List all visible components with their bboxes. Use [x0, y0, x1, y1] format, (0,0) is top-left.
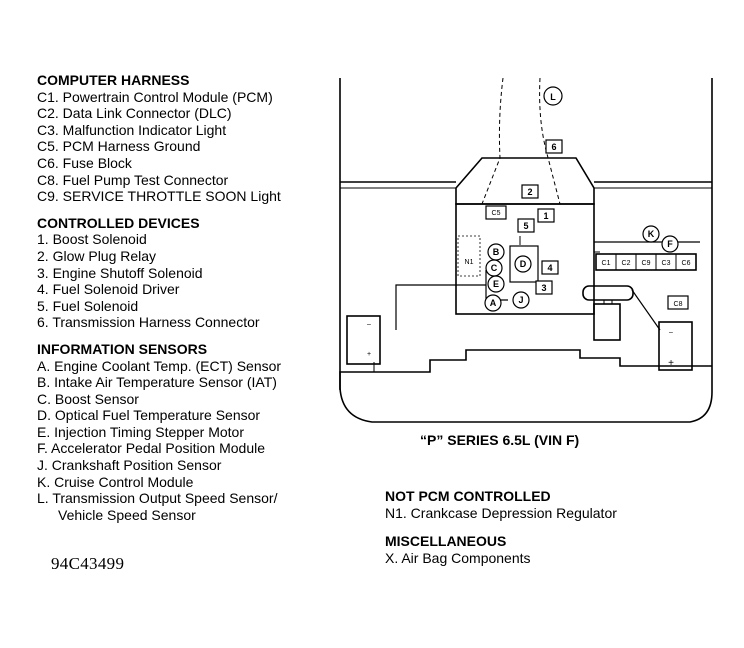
list-item: 6. Transmission Harness Connector — [37, 314, 260, 331]
label-L: L — [550, 92, 556, 102]
not-pcm-controlled-section: NOT PCM CONTROLLED N1. Crankcase Depress… — [385, 488, 617, 521]
marker-C5 — [485, 205, 507, 220]
list-item: C5. PCM Harness Ground — [37, 138, 201, 155]
marker-6 — [545, 139, 563, 154]
frame-crossmember — [339, 349, 712, 390]
marker-K — [642, 225, 660, 243]
list-item: 3. Engine Shutoff Solenoid — [37, 264, 203, 281]
battery-right — [658, 321, 693, 371]
marker-F — [661, 235, 679, 253]
label-N1: N1 — [465, 259, 474, 266]
computer-harness-section: COMPUTER HARNESS C1. Powertrain Control … — [37, 72, 281, 205]
marker-E — [487, 275, 505, 293]
battery-right-plus: + — [668, 358, 674, 369]
list-item: N1. Crankcase Depression Regulator — [385, 504, 617, 521]
list-item: 2. Glow Plug Relay — [37, 247, 157, 264]
list-item: B. Intake Air Temperature Sensor (IAT) — [37, 374, 277, 391]
label-2: 2 — [527, 187, 532, 197]
legend-right: NOT PCM CONTROLLED N1. Crankcase Depress… — [385, 488, 617, 578]
list-item: C9. SERVICE THROTTLE SOON Light — [37, 188, 281, 205]
list-item: C6. Fuse Block — [37, 154, 132, 171]
label-A: A — [490, 298, 497, 308]
list-item: K. Cruise Control Module — [37, 473, 194, 490]
list-item: X. Air Bag Components — [385, 549, 531, 566]
legend-left: COMPUTER HARNESS C1. Powertrain Control … — [37, 72, 281, 533]
label-C8: C8 — [674, 301, 683, 308]
battery-left — [346, 315, 381, 365]
label-C6: C6 — [682, 260, 691, 267]
label-5: 5 — [523, 221, 528, 231]
figure-code: 94C43499 — [51, 554, 125, 573]
marker-L — [543, 86, 563, 106]
list-item: C. Boost Sensor — [37, 390, 139, 407]
list-item: C1. Powertrain Control Module (PCM) — [37, 88, 273, 105]
list-item: J. Crankshaft Position Sensor — [37, 457, 222, 474]
marker-D — [514, 255, 532, 273]
list-item: C8. Fuel Pump Test Connector — [37, 171, 229, 188]
label-K: K — [648, 229, 655, 239]
label-D: D — [520, 259, 527, 269]
label-6: 6 — [551, 142, 556, 152]
miscellaneous-section: MISCELLANEOUS X. Air Bag Components — [385, 533, 617, 566]
controlled-devices-list: 1. Boost Solenoid 2. Glow Plug Relay 3. … — [37, 231, 281, 331]
label-J: J — [518, 295, 523, 305]
battery-left-minus: – — [367, 321, 371, 328]
list-item: 5. Fuel Solenoid — [37, 297, 139, 314]
engine-block — [455, 203, 595, 315]
vehicle-body-outline — [339, 78, 713, 423]
connector-strip — [595, 253, 697, 271]
label-C2: C2 — [622, 260, 631, 267]
information-sensors-title: INFORMATION SENSORS — [37, 340, 208, 357]
list-item: L. Transmission Output Speed Sensor/ — [37, 490, 278, 507]
miscellaneous-title: MISCELLANEOUS — [385, 533, 507, 550]
list-item: 4. Fuel Solenoid Driver — [37, 281, 180, 298]
label-E: E — [493, 279, 499, 289]
label-4: 4 — [547, 263, 552, 273]
marker-4 — [541, 260, 559, 275]
fuel-filter — [593, 303, 621, 341]
list-item: 1. Boost Solenoid — [37, 231, 147, 248]
computer-harness-list: C1. Powertrain Control Module (PCM) C2. … — [37, 89, 281, 205]
marker-1 — [537, 208, 555, 223]
controlled-devices-section: CONTROLLED DEVICES 1. Boost Solenoid 2. … — [37, 215, 281, 331]
label-C5: C5 — [492, 210, 501, 217]
list-item: F. Accelerator Pedal Position Module — [37, 440, 266, 457]
marker-3 — [535, 280, 553, 295]
diagram-caption: “P” SERIES 6.5L (VIN F) — [420, 432, 580, 448]
marker-A — [484, 294, 502, 312]
computer-harness-title: COMPUTER HARNESS — [37, 72, 190, 88]
information-sensors-section: INFORMATION SENSORS A. Engine Coolant Te… — [37, 341, 281, 524]
not-pcm-controlled-list: N1. Crankcase Depression Regulator — [385, 505, 617, 522]
fuel-pump-head — [582, 285, 634, 301]
list-item-continuation: Vehicle Speed Sensor — [58, 506, 196, 523]
marker-J — [512, 291, 530, 309]
list-item: E. Injection Timing Stepper Motor — [37, 423, 244, 440]
list-item: C3. Malfunction Indicator Light — [37, 121, 227, 138]
label-F: F — [667, 239, 673, 249]
miscellaneous-list: X. Air Bag Components — [385, 550, 617, 567]
harness-dashed-left — [481, 77, 504, 205]
label-C1: C1 — [602, 260, 611, 267]
label-C: C — [491, 263, 498, 273]
information-sensors-list: A. Engine Coolant Temp. (ECT) Sensor B. … — [37, 358, 281, 524]
battery-right-minus: – — [669, 329, 673, 336]
battery-left-plus: + — [367, 351, 371, 358]
list-item: D. Optical Fuel Temperature Sensor — [37, 407, 261, 424]
marker-2 — [521, 184, 539, 199]
label-1: 1 — [543, 211, 548, 221]
label-3: 3 — [541, 283, 546, 293]
list-item: A. Engine Coolant Temp. (ECT) Sensor — [37, 357, 282, 374]
label-C9: C9 — [642, 260, 651, 267]
controlled-devices-title: CONTROLLED DEVICES — [37, 214, 200, 231]
marker-5 — [517, 218, 535, 233]
label-C3: C3 — [662, 260, 671, 267]
label-B: B — [493, 247, 500, 257]
marker-C8 — [667, 295, 689, 310]
not-pcm-controlled-title: NOT PCM CONTROLLED — [385, 488, 551, 504]
list-item: C2. Data Link Connector (DLC) — [37, 105, 232, 122]
